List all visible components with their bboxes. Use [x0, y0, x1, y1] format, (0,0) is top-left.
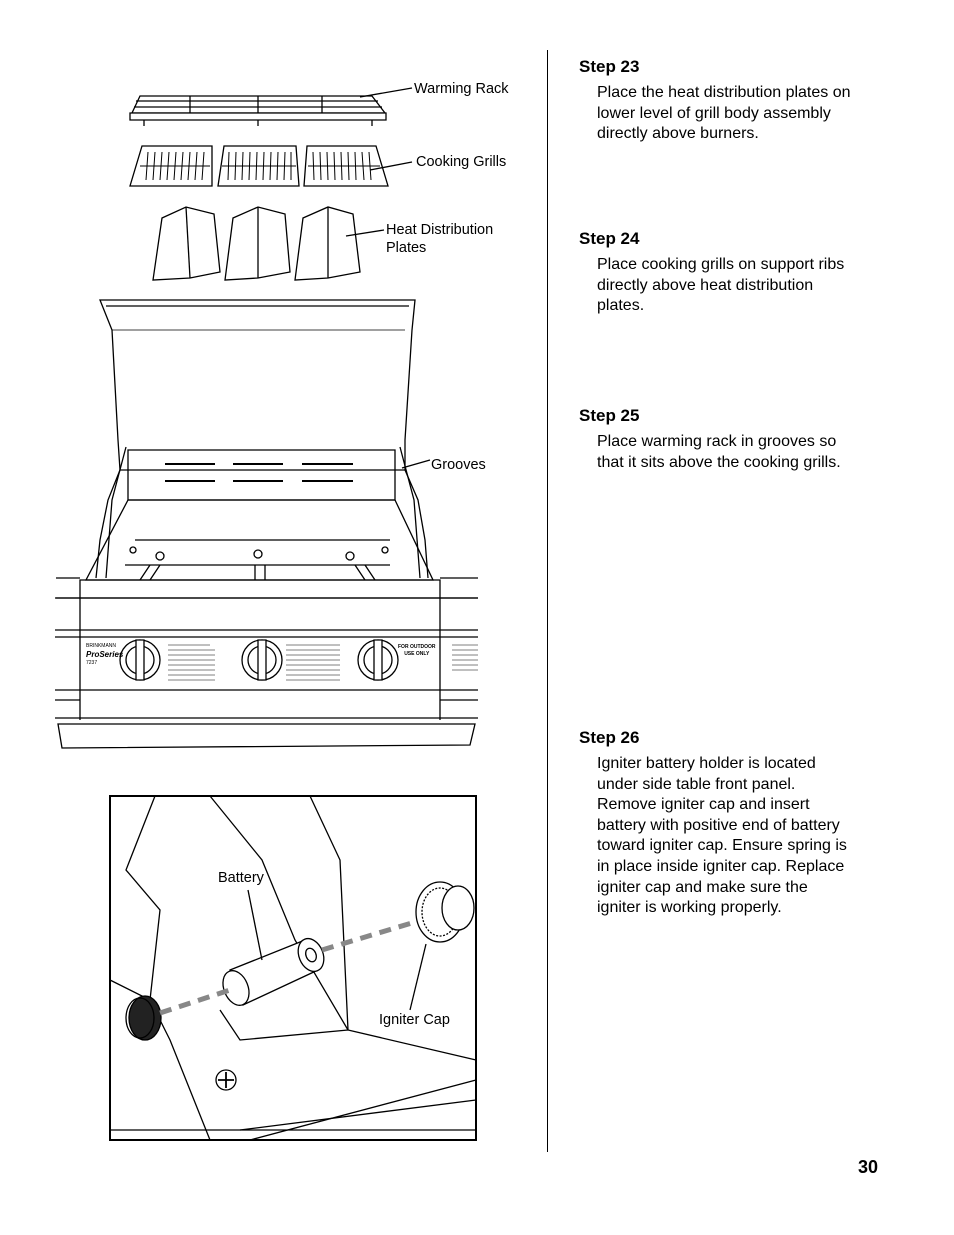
grill-model-text: 7237 [86, 660, 98, 666]
cooking-grills-illustration [129, 145, 413, 187]
page-number: 30 [858, 1157, 879, 1177]
step-title: Step 24 [579, 229, 640, 248]
heat-plates-illustration [152, 206, 385, 281]
step-text: Place cooking grills on support ribs dir… [597, 256, 845, 315]
grill-outdoor-notice: FOR OUTDOOR USE ONLY [398, 644, 436, 657]
warming-rack-illustration [129, 87, 413, 126]
igniter-inset-illustration [109, 795, 477, 1141]
step-title: Step 26 [579, 728, 640, 747]
label-cooking-grills: Cooking Grills [416, 154, 507, 170]
label-grooves: Grooves [431, 457, 486, 473]
grill-series-text: ProSeries [86, 650, 124, 659]
step-25: Step 25 Place warming rack in grooves so… [579, 406, 859, 473]
label-heat-plates: Heat Distribution Plates [386, 222, 494, 256]
column-divider [547, 50, 548, 1152]
step-24: Step 24 Place cooking grills on support … [579, 229, 859, 317]
step-26: Step 26 Igniter battery holder is locate… [579, 728, 854, 919]
step-text: Igniter battery holder is located under … [597, 755, 847, 917]
step-text: Place warming rack in grooves so that it… [597, 433, 841, 471]
step-23: Step 23 Place the heat distribution plat… [579, 57, 859, 145]
step-title: Step 23 [579, 57, 640, 76]
step-title: Step 25 [579, 406, 640, 425]
grill-brand-text: BRINKMANN [86, 643, 117, 649]
label-battery: Battery [218, 870, 264, 886]
label-warming-rack: Warming Rack [414, 81, 509, 97]
grill-body-illustration [55, 299, 478, 749]
label-igniter-cap: Igniter Cap [379, 1012, 450, 1028]
step-text: Place the heat distribution plates on lo… [597, 84, 851, 143]
